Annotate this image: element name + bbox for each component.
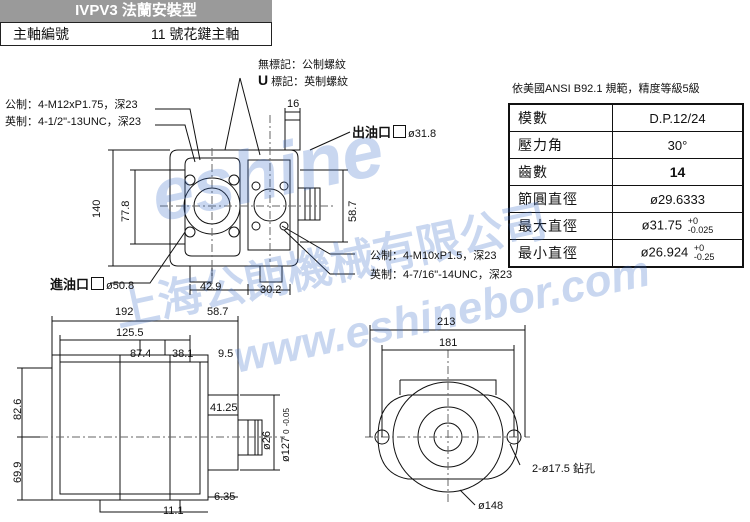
- dim-127: ø127 0 -0.05: [280, 408, 292, 462]
- spec-value: 30°: [612, 131, 744, 159]
- note-u-mark: U 標記：英制螺紋: [258, 72, 348, 89]
- dim-11-1: 11.1: [163, 505, 184, 517]
- dim-213: 213: [437, 316, 456, 328]
- outlet-label: 出油口 ø31.8: [352, 122, 436, 141]
- dim-16: 16: [287, 98, 300, 110]
- dim-42-9: 42.9: [200, 281, 222, 293]
- dim-77-8: 77.8: [120, 200, 132, 222]
- tolerance-lower: -0.25: [693, 252, 715, 262]
- inlet-label: 進油口 ø50.8: [50, 274, 134, 293]
- spec-caption: 依美國ANSI B92.1 規範，精度等級5級: [512, 83, 700, 95]
- front-view: [169, 119, 321, 283]
- dim-192: 192: [115, 306, 134, 318]
- spec-row-pitch-diameter: 節圓直徑 ø29.6333: [508, 185, 744, 213]
- dim-9-5: 9.5: [218, 348, 234, 360]
- dim-127-tol-bot: -0.05: [282, 408, 291, 427]
- spec-value-cell: ø31.75 +0 -0.025: [612, 212, 744, 240]
- tolerance-lower: -0.025: [687, 225, 714, 235]
- dim-82-6: 82.6: [12, 398, 24, 420]
- tolerance-upper: +0: [687, 216, 699, 226]
- tolerance: +0 -0.25: [694, 244, 715, 262]
- spec-key: 最小直徑: [508, 239, 613, 268]
- spec-value: ø26.924: [640, 244, 689, 260]
- inlet-text: 進油口: [50, 277, 90, 292]
- shaft-value: 11 號花鍵主軸: [151, 26, 240, 42]
- tolerance: +0 -0.025: [688, 217, 714, 235]
- model-title: IVPV3 法蘭安裝型: [0, 0, 272, 22]
- note-no-mark: 無標記：公制螺紋: [258, 59, 346, 71]
- note-bottom-metric: 公制：4-M10xP1.5，深23: [370, 250, 497, 262]
- dim-125-5: 125.5: [116, 327, 144, 339]
- dim-181: 181: [439, 337, 458, 349]
- spec-value: ø29.6333: [612, 185, 744, 213]
- outlet-dim: ø31.8: [408, 128, 437, 140]
- dim-41-25: 41.25: [210, 402, 238, 414]
- dim-30-2: 30.2: [260, 284, 282, 296]
- shaft-label: 主軸編號: [13, 26, 69, 42]
- dim-69-9: 69.9: [12, 461, 24, 483]
- note-top-metric: 公制：4-M12xP1.75，深23: [5, 99, 138, 111]
- tolerance-upper: +0: [693, 243, 705, 253]
- dim-58-7: 58.7: [207, 306, 229, 318]
- dim-38-1: 38.1: [172, 348, 194, 360]
- dim-26: ø26: [261, 431, 273, 450]
- spec-row-module: 模數 D.P.12/24: [508, 103, 744, 132]
- spec-value: ø31.75: [641, 217, 683, 233]
- spec-row-pressure-angle: 壓力角 30°: [508, 131, 744, 159]
- shaft-info-row: 主軸編號 11 號花鍵主軸: [0, 22, 272, 46]
- spec-key: 壓力角: [508, 131, 613, 159]
- title-block: IVPV3 法蘭安裝型 主軸編號 11 號花鍵主軸: [0, 0, 272, 46]
- port-box-icon: [393, 125, 407, 138]
- dim-127-tol-top: 0: [282, 429, 291, 434]
- u-mark-text: 標記：英制螺紋: [268, 76, 349, 88]
- dim-87-4: 87.4: [130, 348, 152, 360]
- drill-hole-note: 2-ø17.5 鉆孔: [532, 463, 595, 475]
- u-letter: U: [258, 72, 269, 88]
- dim-6-35: 6.35: [214, 491, 236, 503]
- dim-148: ø148: [478, 500, 504, 512]
- dim-58-7-right: 58.7: [347, 200, 359, 222]
- spec-key: 最大直徑: [508, 212, 613, 240]
- note-top-imperial: 英制：4-1/2"-13UNC，深23: [5, 116, 141, 128]
- dim-140: 140: [91, 199, 103, 218]
- note-bottom-imperial: 英制：4-7/16"-14UNC，深23: [370, 269, 513, 281]
- spec-row-min-diameter: 最小直徑 ø26.924 +0 -0.25: [508, 239, 744, 268]
- spec-row-max-diameter: 最大直徑 ø31.75 +0 -0.025: [508, 212, 744, 240]
- inlet-dim: ø50.8: [106, 280, 135, 292]
- outlet-text: 出油口: [352, 125, 392, 140]
- port-box-icon: [91, 277, 105, 290]
- spec-value: D.P.12/24: [612, 103, 744, 132]
- dim-127-value: ø127: [280, 436, 292, 462]
- spec-value-cell: ø26.924 +0 -0.25: [612, 239, 744, 268]
- spline-spec-table: 模數 D.P.12/24 壓力角 30° 齒數 14 節圓直徑 ø29.6333…: [508, 103, 744, 268]
- side-view: [51, 340, 263, 513]
